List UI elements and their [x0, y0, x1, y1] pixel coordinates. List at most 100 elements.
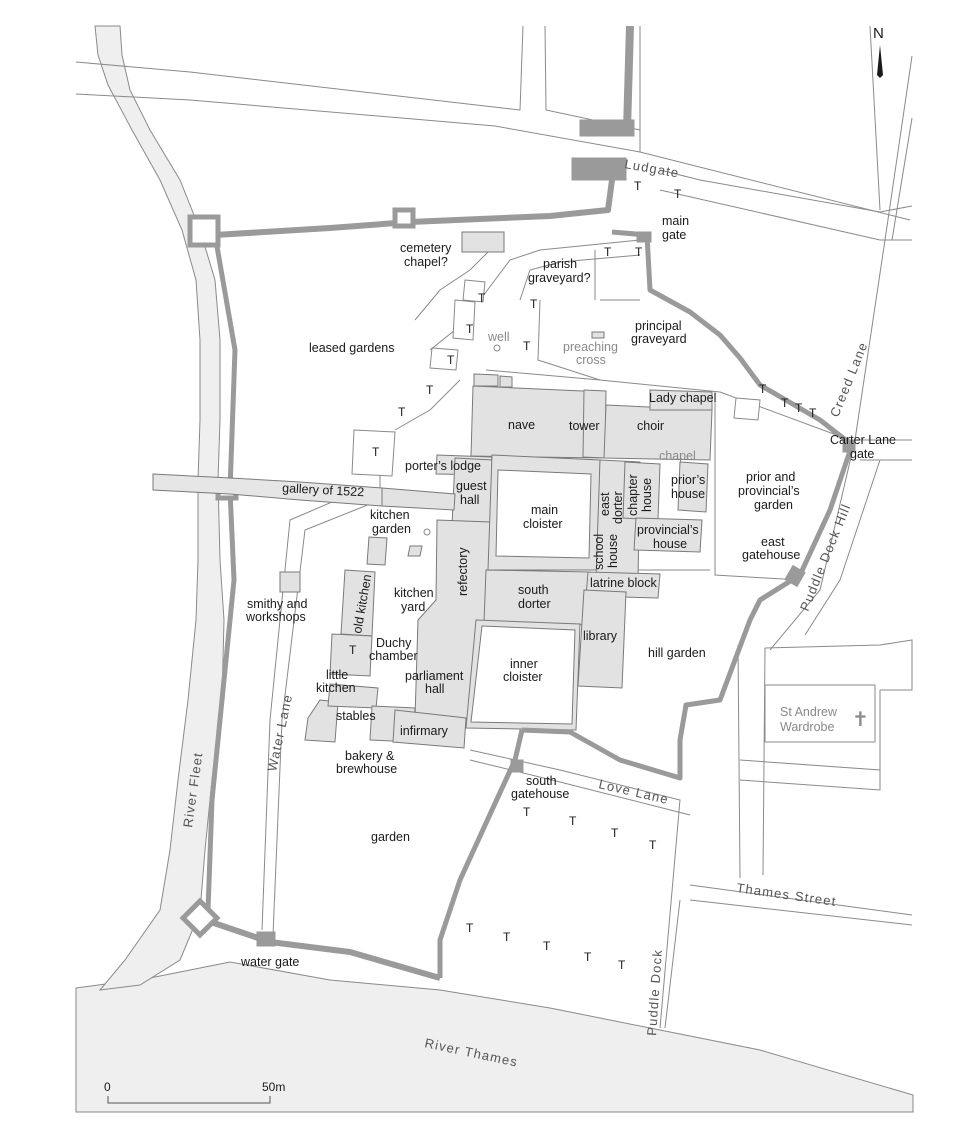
prior-provincial-l1: prior and: [746, 470, 795, 484]
cloister-garths: [470, 469, 592, 725]
hill-garden-label: hill garden: [648, 646, 706, 660]
well-marker: [493, 344, 501, 352]
little-kitchen-l1: little: [326, 668, 348, 682]
chapter-house-l1: chapter: [626, 474, 640, 516]
tree-icon: T: [543, 939, 551, 953]
kitchen-garden-l2: garden: [372, 522, 411, 536]
tree-icon: T: [478, 291, 486, 305]
tree-icon: T: [523, 805, 531, 819]
priors-house-l2: house: [671, 487, 705, 501]
tree-icon: T: [795, 401, 803, 415]
choir-label: choir: [637, 419, 664, 433]
prior-provincial-l2: provincial’s: [738, 484, 800, 498]
lady-chapel-label: Lady chapel: [649, 391, 716, 405]
porters-lodge-label: porter’s lodge: [405, 459, 481, 473]
provincials-house-l1: provincial’s: [637, 523, 699, 537]
cemetery-chapel-l2: chapel?: [404, 255, 448, 269]
kitchen-garden-l1: kitchen: [370, 508, 410, 522]
st-andrew-line1: St Andrew: [780, 705, 838, 719]
little-kitchen-l2: kitchen: [316, 681, 356, 695]
tree-icon: T: [584, 950, 592, 964]
parliament-hall-l1: parliament: [405, 669, 464, 683]
library-label: library: [583, 629, 618, 643]
nave-label: nave: [508, 418, 535, 432]
tree-icon: T: [611, 826, 619, 840]
gallery-label: gallery of 1522: [282, 481, 365, 499]
north-arrow-icon: [877, 45, 883, 78]
tree-icon: T: [398, 405, 406, 419]
east-gatehouse-l1: east: [761, 535, 785, 549]
place-labels: main gate cemetery chapel? parish gravey…: [240, 214, 896, 969]
south-gatehouse-l2: gatehouse: [511, 787, 569, 801]
duchy-chamber-l2: chamber: [369, 649, 418, 663]
water-gate-label: water gate: [240, 955, 299, 969]
smithy-l2: workshops: [245, 610, 306, 624]
tree-icon: T: [372, 445, 380, 459]
guest-hall-l1: guest: [456, 479, 487, 493]
priors-house-l1: prior’s: [671, 473, 705, 487]
wall-towers: [256, 119, 856, 947]
scale-bar: 0 50m: [104, 1080, 285, 1104]
tree-icon: T: [466, 921, 474, 935]
tree-icon: T: [466, 322, 474, 336]
preaching-cross-l1: preaching: [563, 340, 618, 354]
chapter-house-l2: house: [640, 478, 654, 512]
tree-icon: T: [503, 930, 511, 944]
city-walls: [204, 25, 855, 981]
tree-icon: T: [349, 643, 357, 657]
tree-icon: T: [618, 958, 626, 972]
east-gatehouse-block: [784, 564, 806, 588]
south-gatehouse-block: [510, 759, 524, 773]
kitchen-yard-l2: yard: [401, 600, 425, 614]
cemetery-chapel-l1: cemetery: [400, 241, 452, 255]
school-house-l1: school: [592, 534, 606, 570]
smithy-l1: smithy and: [247, 597, 307, 611]
infirmary-label: infirmary: [400, 724, 449, 738]
tree-icon: T: [674, 187, 682, 201]
kitchen-yard-l1: kitchen: [394, 586, 434, 600]
preaching-cross-l2: cross: [576, 353, 606, 367]
main-cloister-l2: cloister: [523, 517, 563, 531]
principal-graveyard-l1: principal: [635, 319, 682, 333]
carter-lane-gate-l1: Carter Lane: [830, 433, 896, 447]
north-label: N: [873, 25, 884, 42]
gallery-of-1522: [152, 473, 383, 507]
tree-icon: T: [426, 383, 434, 397]
tree-icon: T: [569, 814, 577, 828]
leased-gardens-label: leased gardens: [309, 341, 394, 355]
bakery-l2: brewhouse: [336, 762, 397, 776]
st-andrew-line2: Wardrobe: [780, 720, 834, 734]
bakery-l1: bakery &: [345, 749, 395, 763]
latrine-block-label: latrine block: [590, 576, 657, 590]
street-puddle-dock: Puddle Dock: [644, 948, 665, 1036]
tree-icon: T: [447, 353, 455, 367]
tower-label: tower: [569, 419, 600, 433]
carter-lane-gate-block: [842, 439, 856, 453]
tree-icon: T: [759, 382, 767, 396]
carter-lane-gate-l2: gate: [850, 447, 874, 461]
tree-icon: T: [649, 838, 657, 852]
main-cloister-l1: main: [531, 503, 558, 517]
parliament-hall-l2: hall: [425, 682, 444, 696]
tree-icon: T: [530, 297, 538, 311]
scale-end: 50m: [262, 1080, 285, 1094]
south-gatehouse-l1: south: [526, 774, 557, 788]
chapel-label: chapel: [659, 449, 696, 463]
east-dorter-l1: east: [598, 492, 612, 516]
kitchen-well-marker: [423, 528, 431, 536]
south-dorter-l1: south: [518, 583, 549, 597]
principal-graveyard-l2: graveyard: [631, 332, 687, 346]
east-gatehouse-l2: gatehouse: [742, 548, 800, 562]
north-arrow: N: [873, 25, 884, 78]
stables-label: stables: [336, 709, 376, 723]
tree-icon: T: [781, 396, 789, 410]
river-thames: [75, 961, 914, 1113]
tree-icon: T: [635, 245, 643, 259]
properties: [351, 279, 876, 743]
inner-cloister-l1: inner: [510, 657, 538, 671]
main-gate-l1: main: [662, 214, 689, 228]
cross-icon: ✝: [852, 709, 869, 731]
tree-icon: T: [809, 406, 817, 420]
